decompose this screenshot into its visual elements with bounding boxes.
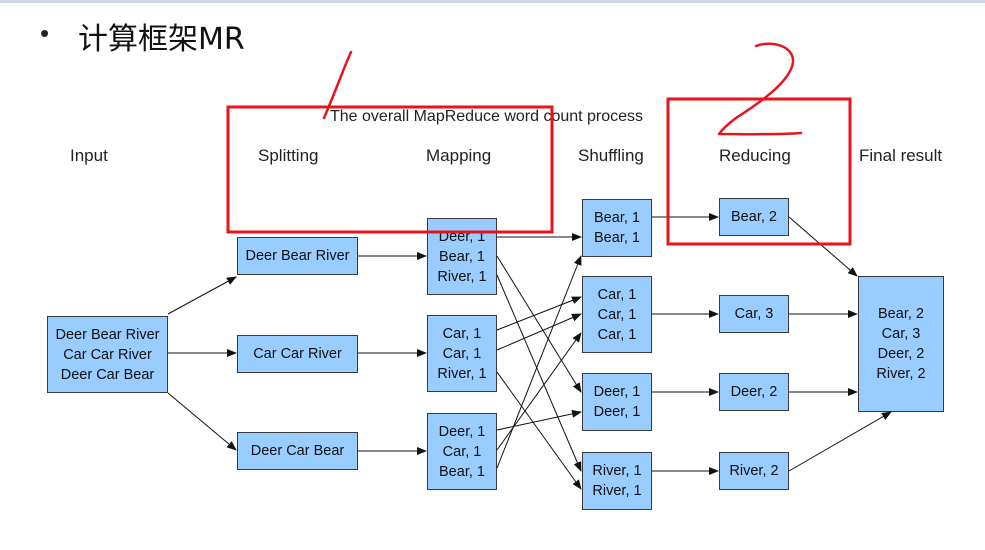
final-pair: Bear, 2 xyxy=(878,306,924,322)
edge-map-shuffle xyxy=(496,332,582,451)
edge-map-shuffle xyxy=(496,313,582,351)
split-box: Deer Bear River xyxy=(237,237,358,275)
final-result-box: Bear, 2 Car, 3 Deer, 2 River, 2 xyxy=(858,276,944,412)
slide-top-rule xyxy=(0,0,985,3)
handwritten-1-mark xyxy=(322,50,353,120)
edge-map-shuffle xyxy=(496,274,582,472)
edge-map-shuffle xyxy=(496,255,582,393)
shuffle-pair: Car, 1 xyxy=(597,286,637,303)
shuffle-pair: Deer, 1 xyxy=(593,384,641,400)
split-text: Car Car River xyxy=(253,346,342,362)
split-box: Car Car River xyxy=(237,335,358,373)
shuffle-pair: Car, 1 xyxy=(597,306,637,323)
reduce-pair: River, 2 xyxy=(729,463,779,479)
map-pair: River, 1 xyxy=(437,365,487,382)
reduce-box: Car, 3 xyxy=(719,295,789,333)
split-box: Deer Car Bear xyxy=(237,432,358,470)
highlight-box-1 xyxy=(226,105,554,234)
map-pair: Bear, 1 xyxy=(439,248,485,265)
bullet-marker: • xyxy=(40,18,50,48)
map-pair: Car, 1 xyxy=(442,443,482,460)
stage-label-shuffling: Shuffling xyxy=(578,146,644,165)
edge-input-split-1 xyxy=(167,276,237,315)
map-pair: Car, 1 xyxy=(442,325,482,342)
shuffle-pair: River, 1 xyxy=(592,463,642,479)
map-box: Deer, 1 Car, 1 Bear, 1 xyxy=(427,413,497,490)
shuffle-pair: Deer, 1 xyxy=(593,404,641,420)
stage-label-reducing: Reducing xyxy=(719,146,791,165)
shuffle-box: Deer, 1 Deer, 1 xyxy=(582,373,652,431)
edge-input-split-3 xyxy=(167,392,237,451)
edge-map-shuffle xyxy=(496,255,582,469)
edge-map-shuffle xyxy=(496,409,582,431)
reduce-box: Bear, 2 xyxy=(719,198,789,236)
shuffle-pair: Car, 1 xyxy=(597,326,637,343)
handwritten-2-mark xyxy=(717,42,803,136)
split-text: Deer Car Bear xyxy=(250,443,345,459)
highlight-box-2 xyxy=(666,97,852,246)
map-pair: Deer, 1 xyxy=(438,423,486,440)
map-box: Car, 1 Car, 1 River, 1 xyxy=(427,315,497,392)
stage-label-mapping: Mapping xyxy=(426,146,492,165)
reduce-pair: Car, 3 xyxy=(734,306,774,322)
edge-reduce-final xyxy=(788,216,858,277)
reduce-pair: Deer, 2 xyxy=(730,384,778,400)
input-box: Deer Bear River Car Car River Deer Car B… xyxy=(47,316,168,393)
shuffle-box: Bear, 1 Bear, 1 xyxy=(582,199,652,257)
edge-reduce-final xyxy=(788,411,892,472)
map-pair: Car, 1 xyxy=(442,345,482,362)
shuffle-box: Car, 1 Car, 1 Car, 1 xyxy=(582,276,652,353)
final-pair: Car, 3 xyxy=(881,326,921,342)
stage-label-final: Final result xyxy=(859,146,943,165)
shuffle-pair: Bear, 1 xyxy=(594,210,640,226)
edge-map-shuffle xyxy=(496,371,582,490)
reduce-pair: Bear, 2 xyxy=(731,209,777,225)
shuffle-pair: River, 1 xyxy=(592,483,642,499)
stage-label-input: Input xyxy=(70,146,108,165)
input-line: Car Car River xyxy=(63,346,152,363)
map-pair: Bear, 1 xyxy=(439,463,485,480)
split-text: Deer Bear River xyxy=(245,248,350,264)
edge-map-shuffle xyxy=(496,296,582,331)
diagram-caption: The overall MapReduce word count process xyxy=(330,108,644,125)
map-pair: River, 1 xyxy=(437,268,487,285)
reduce-box: Deer, 2 xyxy=(719,373,789,411)
stage-label-splitting: Splitting xyxy=(258,146,319,165)
final-pair: River, 2 xyxy=(876,366,926,382)
final-pair: Deer, 2 xyxy=(877,346,925,362)
shuffle-box: River, 1 River, 1 xyxy=(582,452,652,510)
slide-title: 计算框架MR xyxy=(78,22,245,57)
input-line: Deer Bear River xyxy=(55,326,160,343)
reduce-box: River, 2 xyxy=(719,452,789,490)
shuffle-pair: Bear, 1 xyxy=(594,230,640,246)
input-line: Deer Car Bear xyxy=(60,366,155,383)
